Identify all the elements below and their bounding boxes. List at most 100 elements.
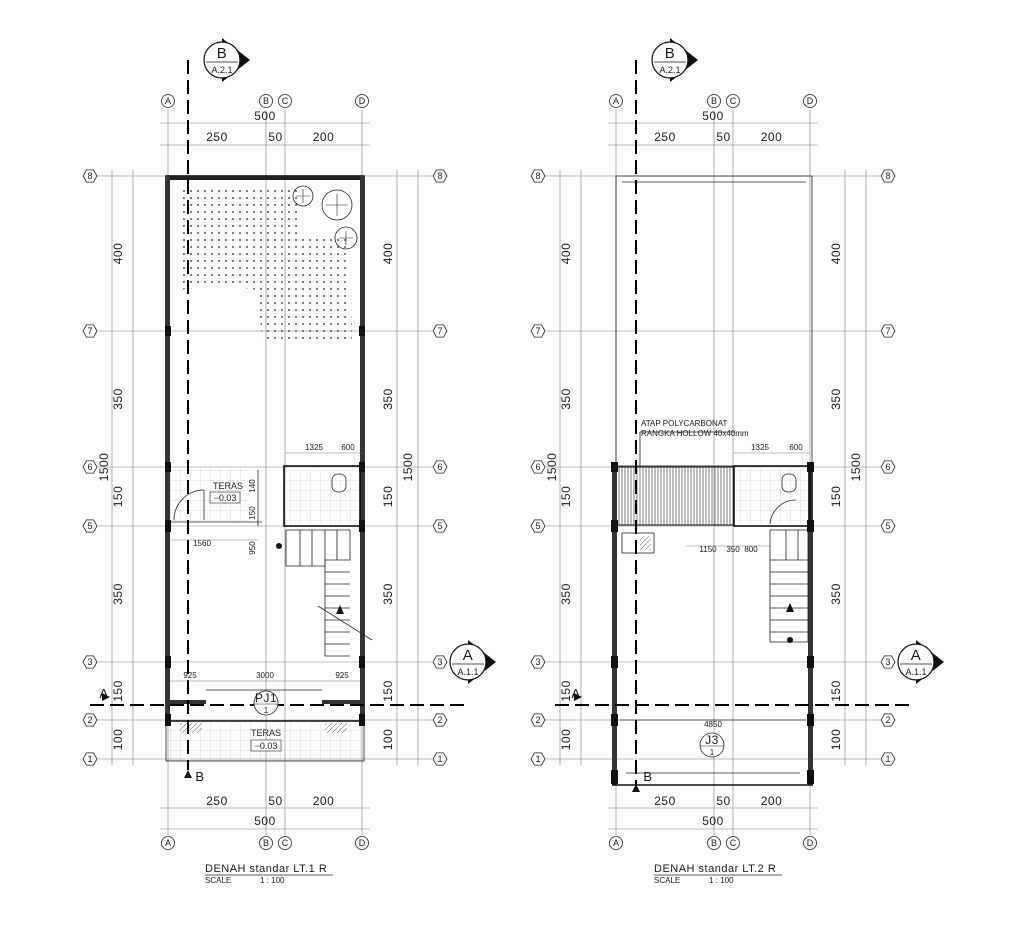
plan1-grid-tag-d-bottom-label: D (359, 838, 366, 848)
plan2-grid-tag-1-right-label: 1 (885, 754, 890, 764)
plan1-grid-tag-b-top-label: B (263, 96, 269, 106)
plan1-dim-950: 950 (248, 541, 257, 555)
plan2-section-a-end-arrow (574, 693, 582, 701)
plan2-grid-tag-c-top-label: C (730, 96, 737, 106)
right-wall (808, 467, 813, 785)
door-swing (173, 489, 205, 521)
plan1-grid-tag-d-top-label: D (359, 96, 366, 106)
plan2-grid-tag-5-left-label: 5 (535, 521, 540, 531)
plan1-section-a-end-arrow (102, 693, 110, 701)
left-wall (166, 176, 170, 721)
plan1-grid-tag-a-bottom-label: A (165, 838, 171, 848)
plan2-grid-tag-7-right (880, 324, 896, 338)
plan1-section-a-end-letter: A (99, 686, 108, 701)
plan2-section-b-end-arrow (632, 784, 640, 792)
plan1-grid-tag-a-top (161, 94, 175, 108)
plan1-section-b-marker-ref: A.2.1 (211, 65, 232, 75)
plan1-grid-tag-6-right (432, 460, 448, 474)
plan1-drawing-title: DENAH standar LT.1 R (205, 863, 327, 875)
plan1-teras-level: −0.03 (214, 493, 237, 503)
plan1-scale-value: 1 : 100 (260, 876, 285, 885)
plan1-dim-right-2: 350 (381, 388, 395, 410)
plan2-grid-tag-2-right (880, 713, 896, 727)
plan1-grid-tag-3-left-label: 3 (87, 657, 92, 667)
plan1-grid-tag-2-right (432, 713, 448, 727)
plan2-dim-bottom-1: 250 (654, 794, 676, 808)
plan2-section-b-marker (651, 41, 689, 79)
plan2-grid-tag-c-top (726, 94, 740, 108)
plan2-section-b-marker-letter: B (665, 45, 676, 62)
plan2-grid-tag-6-right (880, 460, 896, 474)
plan1-grid-tag-c-top (278, 94, 292, 108)
plan1-grid-tag-6-right-label: 6 (437, 462, 442, 472)
plan2-dim-bottom-3: 200 (761, 794, 783, 808)
planter-left (180, 723, 202, 733)
plan2-section-a-end-letter: A (571, 686, 580, 701)
plan1-grid-tag-a-bottom (161, 836, 175, 850)
plan2-window-tag (699, 732, 725, 758)
plan2-dim-top-1: 250 (654, 130, 676, 144)
columns (165, 326, 365, 726)
plan2-scale-value: 1 : 100 (709, 876, 734, 885)
plan1-grid-tag-1-left (82, 752, 98, 766)
plan1-section-a-marker-ref: A.1.1 (457, 667, 478, 677)
bathroom-walls (733, 465, 811, 527)
plan2-grid-tag-5-right (880, 519, 896, 533)
plan1-grid-tag-8-right-label: 8 (437, 171, 442, 181)
plan1-teras-label: TERAS (213, 481, 243, 491)
plan1-dim-bottom-2: 50 (268, 794, 282, 808)
plan1-grid-tag-b-bottom (259, 836, 273, 850)
plan2-dim-right-3: 150 (829, 486, 843, 508)
plan1-grid-tag-1-right (432, 752, 448, 766)
plan2-grid-tag-1-left (530, 752, 546, 766)
plan1-dim-left-5: 150 (111, 680, 125, 702)
plan2-dim-left-6: 100 (559, 729, 573, 751)
plan2-dim-bottom-total: 500 (702, 814, 724, 828)
plan2-dim-left-1: 400 (559, 243, 573, 265)
plan1-section-b-marker (203, 41, 241, 79)
plan1-grid-tag-5-left-label: 5 (87, 521, 92, 531)
sink-icon (621, 532, 655, 554)
plan1-scale-label: SCALE (205, 876, 231, 885)
plan2-dim-left-total: 1500 (545, 453, 559, 482)
plan2-grid-tag-c-bottom-label: C (730, 838, 737, 848)
plan2-dim-600: 600 (789, 443, 803, 452)
plan2-grid-tag-5-left (530, 519, 546, 533)
plan1-dim-140: 140 (248, 479, 257, 493)
plan2-grid-tag-2-right-label: 2 (885, 715, 890, 725)
plan1-dim-925-left: 925 (183, 671, 197, 680)
plan2-section-a-marker (897, 643, 935, 681)
front-wall-left (166, 700, 206, 704)
plan2-grid-tag-3-right-label: 3 (885, 657, 890, 667)
plan2-section-b-marker-ref: A.2.1 (659, 65, 680, 75)
plan2-grid-tag-2-left (530, 713, 546, 727)
plan1-grid-tag-8-left (82, 169, 98, 183)
front-wall-right (322, 700, 364, 704)
plan1-grid-tag-5-right (432, 519, 448, 533)
plan2-dim-left-5: 150 (559, 680, 573, 702)
plan1-front-teras-level-box (250, 739, 282, 752)
plan2-grid-tag-6-right-label: 6 (885, 462, 890, 472)
plan2-grid-tag-3-left-label: 3 (535, 657, 540, 667)
plan2-dim-bottom-2: 50 (716, 794, 730, 808)
plan1-grid-tag-6-left-label: 6 (87, 462, 92, 472)
open-roof-outline (615, 175, 813, 467)
plan1-grid-tag-7-left-label: 7 (87, 326, 92, 336)
plan2-dim-right-1: 400 (829, 243, 843, 265)
plan1-grid-tag-7-right-label: 7 (437, 326, 442, 336)
plan2-dim-right-total: 1500 (849, 453, 863, 482)
plan2-grid-tag-1-right (880, 752, 896, 766)
plan1-grid-tag-2-left (82, 713, 98, 727)
plan2-dim-1150: 1150 (699, 545, 717, 554)
plan2-dim-800: 800 (744, 545, 758, 554)
plan1-grid-tag-a-top-label: A (165, 96, 171, 106)
plan2-dim-4850: 4850 (704, 720, 722, 729)
staircase (769, 529, 809, 643)
garden-area (178, 190, 352, 340)
right-wall (360, 176, 364, 721)
plan1-grid-tag-b-bottom-label: B (263, 838, 269, 848)
staircase (276, 529, 373, 657)
plan1-dim-bottom-3: 200 (313, 794, 335, 808)
sink-icon (640, 536, 651, 550)
plan1-dim-right-1: 400 (381, 243, 395, 265)
